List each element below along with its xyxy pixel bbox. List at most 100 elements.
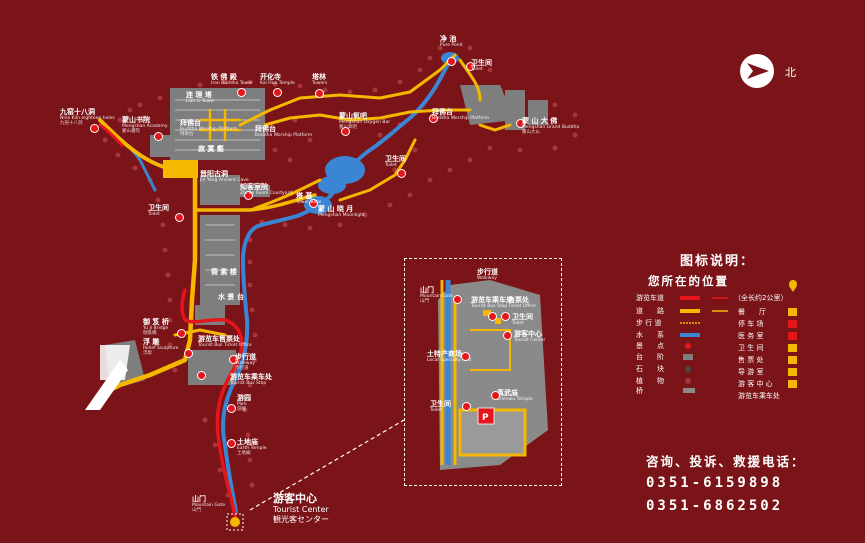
attraction-pin[interactable] <box>462 353 469 360</box>
attraction-pin[interactable] <box>228 440 235 447</box>
hotline-number-1[interactable]: 0351-6159898 <box>646 475 784 491</box>
entrance-arrow <box>85 345 130 410</box>
attraction-pin[interactable] <box>342 128 349 135</box>
attraction-pin[interactable] <box>504 332 511 339</box>
legend-row-stones: 石 块 <box>636 365 664 373</box>
hotline-label: 咨询、投诉、救援电话： <box>646 454 806 469</box>
attraction-pin[interactable] <box>91 125 98 132</box>
attraction-pin[interactable] <box>467 63 474 70</box>
map-label-water-terrace: 水 景 台 <box>218 293 244 301</box>
legend-row-steps: 台 阶 <box>636 353 664 361</box>
legend-title: 图标说明： <box>680 254 756 269</box>
inset-frame <box>404 258 562 486</box>
attraction-pin[interactable] <box>448 58 455 65</box>
attraction-pin[interactable] <box>502 313 509 320</box>
attraction-pin[interactable] <box>492 392 499 399</box>
ponds <box>304 52 459 214</box>
attraction-pin[interactable] <box>238 89 245 96</box>
legend-facility-toilet: 卫 生 间 <box>738 344 764 352</box>
attraction-pin[interactable] <box>463 403 470 410</box>
attraction-pin[interactable] <box>316 90 323 97</box>
attraction-pin[interactable] <box>178 330 185 337</box>
legend-row-bridge: 桥 <box>636 387 643 395</box>
north-arrow-icon <box>747 63 769 79</box>
attraction-pin[interactable] <box>185 350 192 357</box>
attraction-pin[interactable] <box>398 170 405 177</box>
map-label-vegetarian-hall: 斋 素 楼 <box>211 268 237 276</box>
attraction-pin[interactable] <box>230 356 237 363</box>
attraction-pin[interactable] <box>228 405 235 412</box>
legend-row-attraction: 景 点 <box>636 342 664 350</box>
legend-facility-bus-stop: 游览车乘车处 <box>738 392 780 400</box>
hotline-number-2[interactable]: 0351-6862502 <box>646 498 784 514</box>
legend-row-bus-lane: 游览车道 <box>636 294 664 302</box>
tour-bus-lane <box>98 123 244 522</box>
attraction-pin[interactable] <box>155 133 162 140</box>
attraction-pin[interactable] <box>454 296 461 303</box>
legend-row-water: 水 系 <box>636 331 664 339</box>
plant-dots <box>92 45 578 498</box>
legend-facility-parking: 停 车 场 <box>738 320 764 328</box>
legend-facility-restaurant: 餐 厅 <box>738 308 766 316</box>
map-label-silent-valley: 寂 寞 壑 <box>198 145 224 153</box>
legend-facility-ticket: 售 票 处 <box>738 356 764 364</box>
attraction-pin[interactable] <box>176 214 183 221</box>
attraction-pin[interactable] <box>489 313 496 320</box>
legend-you-are-here: 您所在的位置 <box>648 274 729 288</box>
inset-map: P <box>438 280 548 470</box>
north-compass <box>740 54 774 88</box>
legend-facility-medical: 医 务 室 <box>738 332 764 340</box>
legend-row-road: 道 路 <box>636 307 664 315</box>
attraction-pin[interactable] <box>517 120 524 127</box>
attraction-pin[interactable] <box>198 372 205 379</box>
legend-length-note: （全长约2公里） <box>734 294 788 302</box>
tourist-center-label: 游客中心 Tourist Center 観光客センター <box>273 492 329 524</box>
attraction-pin[interactable] <box>245 192 252 199</box>
attraction-pin[interactable] <box>430 115 437 122</box>
legend-row-walkway: 步 行 道 <box>636 319 662 327</box>
attraction-pin[interactable] <box>274 89 281 96</box>
svg-text:P: P <box>482 413 489 423</box>
legend-facility-tourist-center: 游 客 中 心 <box>738 380 773 388</box>
legend-facility-guide: 导 游 室 <box>738 368 764 376</box>
attraction-pin[interactable] <box>310 200 317 207</box>
tourist-center-marker <box>226 513 244 531</box>
legend-row-plants: 植 物 <box>636 377 664 385</box>
